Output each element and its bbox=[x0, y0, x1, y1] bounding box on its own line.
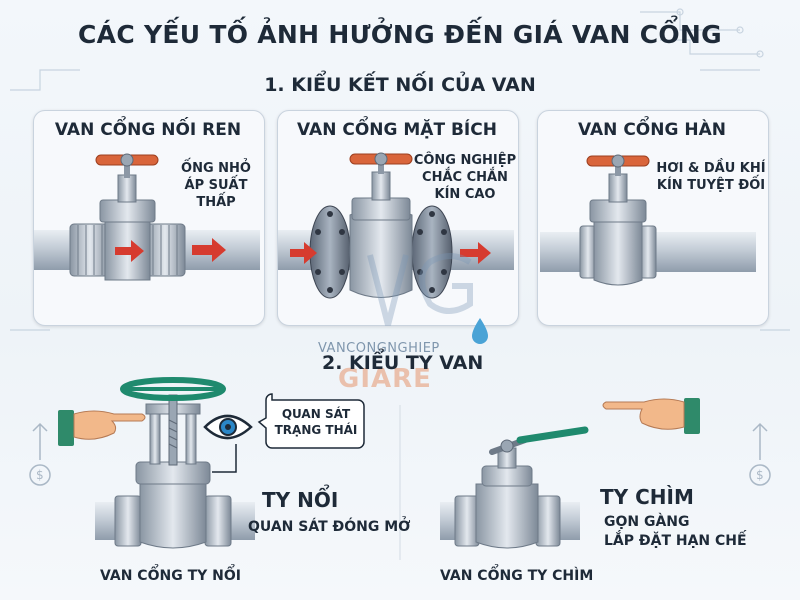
hand-pointing-left-icon bbox=[602, 398, 700, 434]
vg-logo-watermark bbox=[367, 253, 473, 326]
svg-text:$: $ bbox=[756, 468, 764, 482]
note-line: HƠI & DẦU KHÍ bbox=[656, 161, 766, 176]
welded-valve-illustration bbox=[540, 154, 756, 286]
card-title-threaded: VAN CỔNG NỐI REN bbox=[54, 120, 242, 140]
note-line: CÔNG NGHIỆP bbox=[413, 153, 517, 168]
desc-line: GỌN GÀNG bbox=[604, 514, 690, 530]
note-line: ỐNG NHỎ bbox=[181, 161, 251, 176]
up-arrow-icon bbox=[32, 422, 768, 460]
desc-line: LẮP ĐẶT HẠN CHẾ bbox=[604, 533, 747, 549]
page-title: CÁC YẾU TỐ ẢNH HƯỞNG ĐẾN GIÁ VAN CỔNG bbox=[78, 20, 722, 49]
bubble-text: QUAN SÁT TRẠNG THÁI bbox=[268, 406, 364, 438]
hand-pointing-right-icon bbox=[58, 410, 146, 446]
note-line: KÍN CAO bbox=[434, 187, 496, 202]
section2-heading: 2. KIỂU TY VAN bbox=[322, 352, 484, 374]
speech-bubble bbox=[257, 393, 365, 449]
rising-stem-caption: VAN CỔNG TY NỔI bbox=[100, 568, 241, 584]
nonrising-stem-name: TY CHÌM bbox=[600, 485, 694, 509]
note-welded: HƠI & DẦU KHÍ KÍN TUYỆT ĐỐI bbox=[656, 160, 766, 194]
nonrising-stem-valve-illustration bbox=[440, 426, 589, 549]
nonrising-stem-caption: VAN CỔNG TY CHÌM bbox=[440, 568, 594, 584]
threaded-valve-illustration bbox=[34, 153, 260, 281]
bubble-line: QUAN SÁT bbox=[281, 407, 351, 421]
rising-stem-valve-illustration bbox=[95, 377, 255, 549]
water-drop-icon bbox=[472, 318, 488, 344]
watermark-line2: GIARE bbox=[338, 364, 432, 394]
section1-heading: 1. KIỂU KẾT NỐI CỦA VAN bbox=[264, 74, 536, 96]
watermark-line1: VANCONGNGHIEP bbox=[318, 341, 440, 356]
flanged-valve-illustration bbox=[278, 152, 514, 299]
card-title-flanged: VAN CỔNG MẶT BÍCH bbox=[297, 120, 497, 140]
card-title-welded: VAN CỔNG HÀN bbox=[578, 120, 726, 140]
eye-icon bbox=[203, 414, 253, 440]
svg-text:$: $ bbox=[36, 468, 44, 482]
note-line: KÍN TUYỆT ĐỐI bbox=[656, 178, 766, 193]
note-line: ÁP SUẤT THẤP bbox=[184, 178, 248, 210]
rising-stem-desc: QUAN SÁT ĐÓNG MỞ bbox=[248, 519, 411, 535]
note-flanged: CÔNG NGHIỆP CHẮC CHẮN KÍN CAO bbox=[410, 152, 520, 203]
bubble-line: TRẠNG THÁI bbox=[274, 423, 358, 437]
circuit-decoration bbox=[10, 8, 790, 331]
rising-stem-name: TY NỔI bbox=[262, 488, 339, 512]
note-threaded: ỐNG NHỎ ÁP SUẤT THẤP bbox=[166, 160, 266, 211]
pointer-line bbox=[212, 444, 237, 473]
dollar-circle-icon bbox=[29, 464, 771, 486]
nonrising-stem-desc: GỌN GÀNG LẮP ĐẶT HẠN CHẾ bbox=[604, 513, 747, 551]
note-line: CHẮC CHẮN bbox=[422, 170, 508, 185]
